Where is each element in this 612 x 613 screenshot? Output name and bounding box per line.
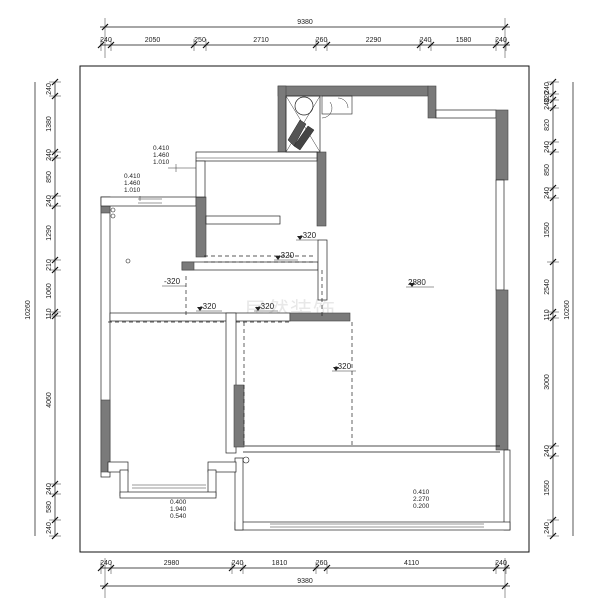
dimension-label: 2980 [164,560,180,567]
level-markers: -320 -320 -320 -320 -320 -320 [162,231,434,372]
dimension-label: 2290 [366,37,382,44]
level-marker: -320 [254,302,278,312]
dimension-label: 240 [100,560,112,567]
dimension-label: 1380 [46,116,53,132]
top-dimensions: 9380 240 2050 250 2710 260 2290 240 1580 240 [97,18,510,58]
left-total-dim: 10260 [25,300,32,320]
level-label: -320 [258,302,275,311]
top-total-dim: 9380 [297,19,313,26]
dimension-label: 240 [100,37,112,44]
window-a-line1: 0.410 [153,145,170,152]
dimension-label: 260 [316,37,328,44]
dimension-label: 240 [544,82,551,94]
dimension-label: 240 [495,560,507,567]
level-label: -320 [300,231,317,240]
drawing-frame [79,65,530,553]
dimension-label: 1810 [272,560,288,567]
dimension-label: 240 [46,195,53,207]
window-a-line2: 1.460 [153,152,170,159]
dimension-label: 1290 [46,225,53,241]
level-label: -320 [200,302,217,311]
window-annotation-a: 0.410 1.460 1.010 [153,145,196,172]
dimension-label: 850 [544,164,551,176]
dimension-label: 240 [544,522,551,534]
window-b-line2: 1.460 [124,180,141,187]
dimension-label: 240 [46,83,53,95]
stair-shaft [285,95,353,153]
dimension-label: 1580 [456,37,472,44]
dimension-label: 1550 [544,222,551,238]
window-b-line3: 1.010 [124,187,141,194]
window-a-line3: 1.010 [153,159,170,166]
level-marker: -320 [332,362,356,372]
dimension-label: 240 [544,445,551,457]
right-total-dim: 10260 [564,300,571,320]
dimension-label: 210 [46,259,53,271]
dimension-label: 850 [46,171,53,183]
fixture-icon [125,258,131,264]
level-label: -320 [164,277,181,286]
dimension-label: 1550 [544,480,551,496]
dimension-label: 240 [544,98,551,110]
dimension-label: 240 [495,37,507,44]
fixture-icon [110,207,116,213]
ceiling-height: 2880 [406,278,434,288]
left-dimensions: 10260 240 1380 240 850 240 1290 210 1060 110 4060… [25,78,61,540]
level-label: -320 [278,251,295,260]
dimension-label: 240 [46,149,53,161]
window-br-line2: 2.270 [413,496,430,503]
dimension-label: 110 [46,308,53,319]
level-marker: -320 [296,231,318,241]
dimension-label: 3000 [544,374,551,390]
walls [100,85,511,531]
fixture-icon [110,213,116,219]
bottom-total-dim: 9380 [297,578,313,585]
dimension-label: 240 [544,187,551,199]
right-dimensions: 10260 2403202408202408502401550254011030… [544,78,574,540]
level-marker: -320 [162,277,186,287]
window-br-line1: 0.410 [413,489,430,496]
window-br-line3: 0.200 [413,503,430,510]
dimension-label: 1060 [46,283,53,299]
dimension-label: 240 [46,522,53,534]
ceiling-height-label: 2880 [408,278,426,287]
dimension-label: 240 [420,37,432,44]
window-bl-line3: 0.540 [170,513,187,520]
level-label: -320 [335,362,352,371]
window-annotation-bottom-left: 0.400 1.940 0.540 [170,499,187,520]
dimension-label: 260 [316,560,328,567]
dimension-label: 240 [544,141,551,153]
window-b-line1: 0.410 [124,173,141,180]
window-bl-line1: 0.400 [170,499,187,506]
level-marker: -320 [196,302,222,312]
dimension-label: 2540 [544,279,551,295]
dimension-label: 580 [46,501,53,513]
level-change-lines [108,255,353,446]
dimension-label: 4110 [404,560,419,567]
dimension-label: 240 [46,483,53,495]
dimension-label: 4060 [46,392,53,408]
window-annotation-b: 0.410 1.460 1.010 [124,173,141,201]
dimension-label: 110 [544,309,551,320]
dimension-label: 250 [194,37,206,44]
dimension-label: 320 [544,91,551,103]
window-bl-line2: 1.940 [170,506,187,513]
dimension-label: 2050 [145,37,161,44]
window-annotation-bottom-right: 0.410 2.270 0.200 [413,489,430,510]
drain-icon [242,456,250,464]
level-marker: -320 [274,251,298,261]
dimension-label: 2710 [253,37,269,44]
bottom-dimensions: 9380 240 2980 240 1810 260 4110 240 [97,558,510,598]
dimension-label: 240 [232,560,244,567]
dimension-label: 820 [544,119,551,131]
